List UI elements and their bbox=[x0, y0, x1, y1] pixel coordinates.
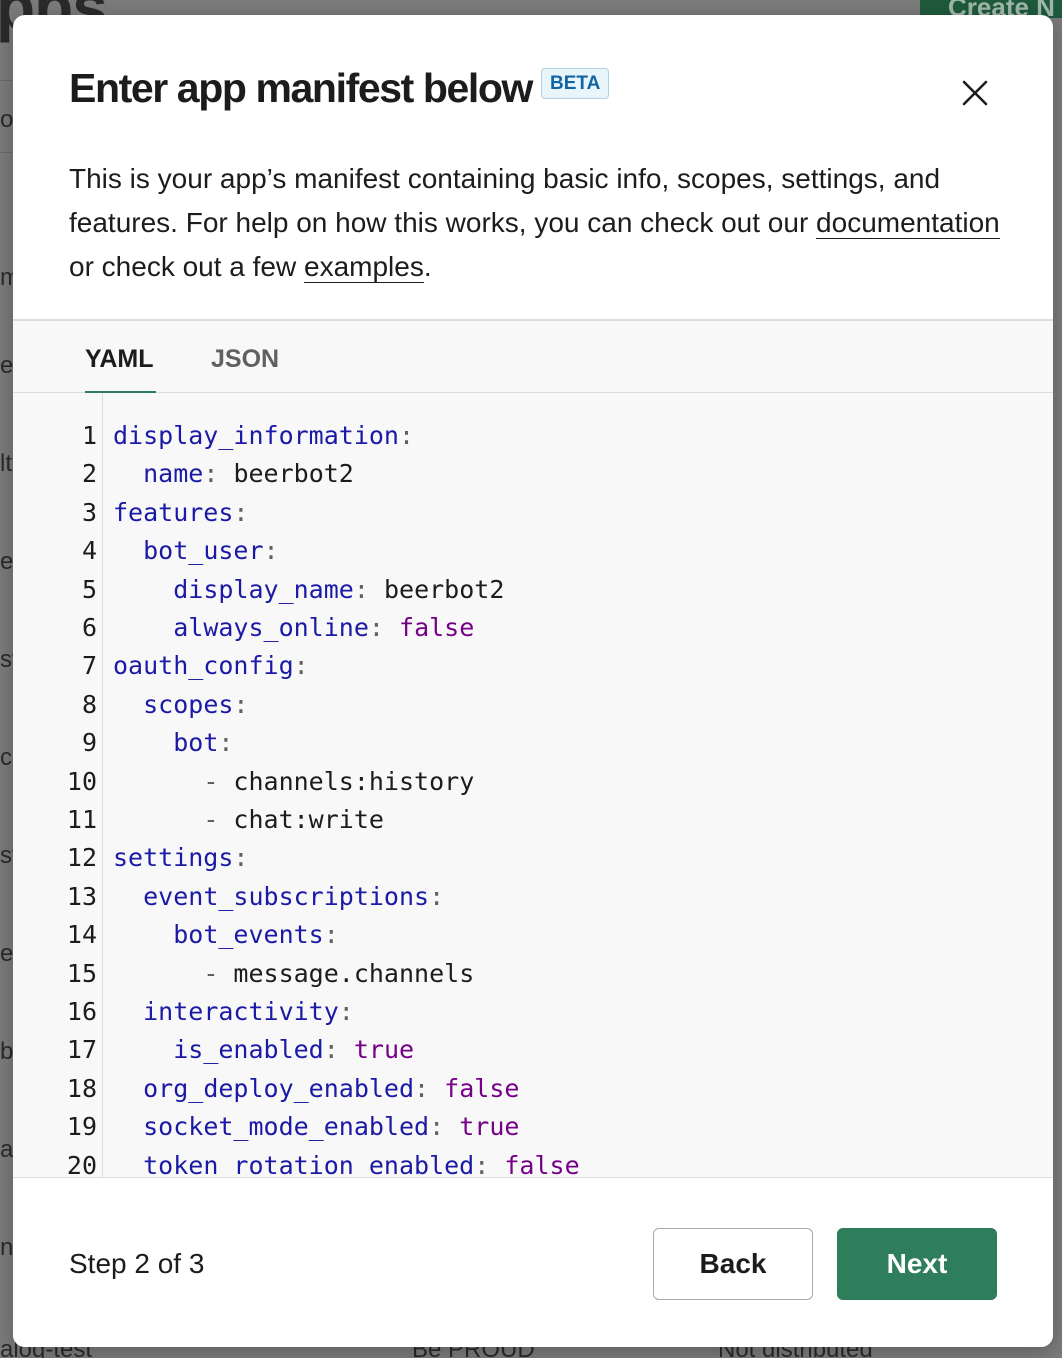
code-line: 5 display_name: beerbot2 bbox=[13, 571, 1053, 609]
code-text: display_information: bbox=[113, 421, 415, 450]
modal-description: This is your app’s manifest containing b… bbox=[69, 157, 1009, 289]
line-number: 7 bbox=[81, 651, 97, 681]
line-number: 3 bbox=[81, 497, 97, 527]
code-text: is_enabled: true bbox=[173, 1035, 415, 1065]
code-line: 15 - message.channels bbox=[13, 955, 1053, 993]
description-text: . bbox=[423, 251, 432, 282]
line-number: 12 bbox=[66, 843, 97, 873]
line-number: 6 bbox=[81, 613, 97, 642]
code-text: oauth_config: bbox=[113, 651, 309, 681]
code-text: - message.channels bbox=[203, 958, 475, 988]
code-line: 1 display_information: bbox=[13, 417, 1053, 455]
line-number: 20 bbox=[66, 1150, 97, 1177]
close-icon bbox=[962, 80, 988, 106]
beta-badge: BETA bbox=[541, 68, 610, 99]
code-line: 2 name: beerbot2 bbox=[13, 455, 1053, 493]
code-text: bot_user: bbox=[143, 536, 279, 566]
line-number: 5 bbox=[81, 574, 97, 604]
manifest-modal: Enter app manifest below BETA This is yo… bbox=[13, 15, 1053, 1347]
code-line: 3 features: bbox=[13, 494, 1053, 532]
modal-title: Enter app manifest below bbox=[69, 65, 533, 111]
background-row-text: c bbox=[0, 744, 12, 771]
code-text: - chat:write bbox=[203, 805, 384, 834]
background-row-text: st bbox=[0, 646, 14, 673]
code-text: name: beerbot2 bbox=[143, 459, 354, 489]
code-text: - channels:history bbox=[203, 766, 475, 796]
line-number: 10 bbox=[66, 766, 97, 796]
documentation-link[interactable]: documentation bbox=[816, 207, 1000, 239]
code-line: 20 token_rotation_enabled: false bbox=[13, 1147, 1053, 1177]
code-text: bot: bbox=[173, 728, 234, 758]
line-number: 14 bbox=[66, 920, 97, 950]
background-row-text: er bbox=[0, 940, 14, 967]
code-text: always_online: false bbox=[173, 613, 475, 642]
back-button[interactable]: Back bbox=[653, 1228, 813, 1300]
line-number: 15 bbox=[66, 958, 97, 988]
code-line: 16 interactivity: bbox=[13, 993, 1053, 1031]
code-line: 12 settings: bbox=[13, 839, 1053, 877]
background-row-text: e bbox=[0, 352, 14, 379]
code-line: 19 socket_mode_enabled: true bbox=[13, 1108, 1053, 1146]
background-row-text: lt bbox=[0, 450, 12, 477]
code-line: 6 always_online: false bbox=[13, 609, 1053, 647]
line-number: 1 bbox=[81, 421, 97, 450]
line-number: 16 bbox=[66, 997, 97, 1026]
code-line: 13 event_subscriptions: bbox=[13, 878, 1053, 916]
code-text: features: bbox=[113, 497, 249, 527]
background-create-button: Create N bbox=[920, 0, 1062, 18]
code-text: interactivity: bbox=[143, 997, 354, 1026]
code-line: 10 - channels:history bbox=[13, 763, 1053, 801]
modal-header: Enter app manifest below BETA This is yo… bbox=[13, 15, 1053, 319]
background-row-text: a bbox=[0, 1136, 14, 1163]
format-tabs: YAML JSON bbox=[13, 319, 1053, 395]
line-number-gutter bbox=[13, 393, 103, 1177]
code-text: token_rotation_enabled: false bbox=[143, 1150, 580, 1177]
tab-json[interactable]: JSON bbox=[211, 345, 280, 373]
background-row-text: n bbox=[0, 1234, 14, 1261]
code-line: 14 bot_events: bbox=[13, 916, 1053, 954]
code-text: scopes: bbox=[143, 689, 249, 719]
code-text: event_subscriptions: bbox=[143, 881, 445, 911]
line-number: 2 bbox=[81, 459, 97, 489]
line-number: 18 bbox=[66, 1073, 97, 1103]
code-text: display_name: beerbot2 bbox=[173, 574, 505, 604]
step-indicator: Step 2 of 3 bbox=[69, 1248, 205, 1279]
line-number: 17 bbox=[66, 1035, 97, 1065]
background-row-text: os bbox=[0, 106, 14, 133]
description-text: or check out a few bbox=[69, 251, 305, 282]
line-number: 19 bbox=[66, 1112, 97, 1142]
manifest-code-editor[interactable]: 1 display_information: 2 name: beerbot2 3 fe… bbox=[13, 393, 1053, 1177]
examples-link[interactable]: examples bbox=[304, 251, 424, 283]
background-row-text: st bbox=[0, 842, 14, 869]
description-text: This is your app’s manifest containing b… bbox=[69, 163, 941, 238]
code-line: 8 scopes: bbox=[13, 686, 1053, 724]
code-text: bot_events: bbox=[173, 920, 339, 950]
close-button[interactable] bbox=[955, 73, 995, 113]
line-number: 4 bbox=[81, 536, 97, 566]
background-row-text: m bbox=[0, 264, 14, 291]
code-text: org_deploy_enabled: false bbox=[143, 1073, 520, 1103]
code-line: 18 org_deploy_enabled: false bbox=[13, 1070, 1053, 1108]
line-number: 9 bbox=[81, 728, 97, 758]
code-line: 17 is_enabled: true bbox=[13, 1031, 1053, 1069]
line-number: 11 bbox=[66, 805, 97, 834]
modal-footer: Step 2 of 3 Back Next bbox=[13, 1177, 1053, 1347]
background-row-text: b bbox=[0, 1038, 14, 1065]
tab-yaml[interactable]: YAML bbox=[85, 345, 156, 395]
background-row-text: e bbox=[0, 548, 14, 575]
code-text: socket_mode_enabled: true bbox=[143, 1112, 520, 1142]
code-text: settings: bbox=[113, 843, 249, 873]
line-number: 8 bbox=[81, 689, 97, 719]
line-number: 13 bbox=[66, 881, 97, 911]
code-line: 7 oauth_config: bbox=[13, 647, 1053, 685]
next-button[interactable]: Next bbox=[837, 1228, 997, 1300]
code-line: 4 bot_user: bbox=[13, 532, 1053, 570]
code-line: 9 bot: bbox=[13, 724, 1053, 762]
code-line: 11 - chat:write bbox=[13, 801, 1053, 839]
